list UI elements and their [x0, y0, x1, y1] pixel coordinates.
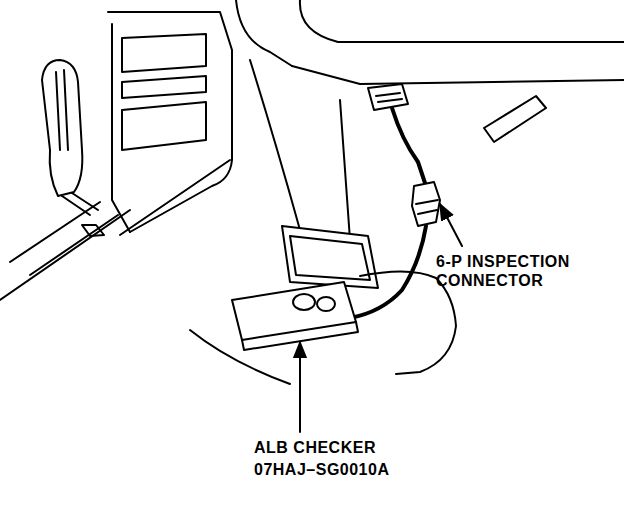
- dashboard: [300, 0, 624, 42]
- shift-knob: [42, 60, 82, 196]
- checker-button: [317, 297, 335, 311]
- dashboard: [292, 66, 624, 84]
- fuse-box-cover: [484, 96, 546, 142]
- checker-lid: [282, 226, 378, 288]
- leader-arrow: [299, 342, 301, 432]
- dash-connector: [368, 84, 408, 110]
- part-label: ALB CHECKER: [254, 438, 376, 457]
- console-panel: [108, 12, 232, 232]
- inspection-connector: [416, 200, 438, 214]
- checker-body: [232, 282, 356, 340]
- dashboard: [340, 100, 350, 240]
- seat: [190, 330, 290, 384]
- leader-arrow: [440, 204, 462, 246]
- panel-slot: [122, 76, 206, 98]
- dashboard: [236, 0, 292, 66]
- shift-shaft: [62, 193, 98, 215]
- shift-gate: [10, 202, 118, 275]
- panel-slot: [122, 102, 206, 150]
- part-label: 6-P INSPECTION CONNECTOR: [436, 252, 618, 290]
- shift-knob-detail: [56, 70, 68, 150]
- dash-connector: [376, 93, 402, 102]
- inspection-connector: [412, 182, 440, 226]
- part-number: 07HAJ–SG0010A: [254, 460, 389, 479]
- checker-button: [293, 294, 315, 310]
- dashboard: [250, 60, 300, 230]
- console-edge: [0, 160, 230, 300]
- panel-slot: [122, 34, 206, 72]
- wire: [392, 108, 426, 186]
- checker-lid-inner: [290, 236, 370, 280]
